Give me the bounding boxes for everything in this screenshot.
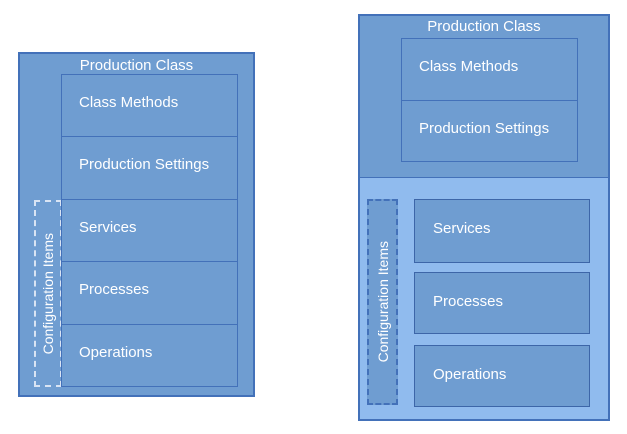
right-production-class-container: Production Class Class Methods Productio… <box>358 14 610 421</box>
left-rows-stack: Class Methods Production Settings Servic… <box>61 74 238 387</box>
right-diagram-title: Production Class <box>427 18 541 35</box>
row-operations: Operations <box>62 324 237 387</box>
right-configuration-section: Configuration Items Services Processes O… <box>360 177 608 419</box>
row-processes: Processes <box>62 262 237 325</box>
left-configuration-items-label: Configuration Items <box>40 232 56 355</box>
row-services: Services <box>62 199 237 263</box>
left-configuration-items-box: Configuration Items <box>34 200 62 387</box>
right-top-rows-stack: Class Methods Production Settings <box>401 38 578 162</box>
row-production-settings: Production Settings <box>402 100 577 161</box>
box-processes: Processes <box>414 272 590 334</box>
right-configuration-items-label: Configuration Items <box>374 241 391 363</box>
left-diagram-title: Production Class <box>79 57 194 74</box>
row-production-settings: Production Settings <box>62 137 237 200</box>
box-services: Services <box>414 199 590 263</box>
right-configuration-items-box: Configuration Items <box>367 199 398 405</box>
row-class-methods: Class Methods <box>62 75 237 138</box>
row-class-methods: Class Methods <box>402 39 577 101</box>
box-operations: Operations <box>414 345 590 407</box>
left-production-class-container: Production Class Configuration Items Cla… <box>18 52 255 397</box>
